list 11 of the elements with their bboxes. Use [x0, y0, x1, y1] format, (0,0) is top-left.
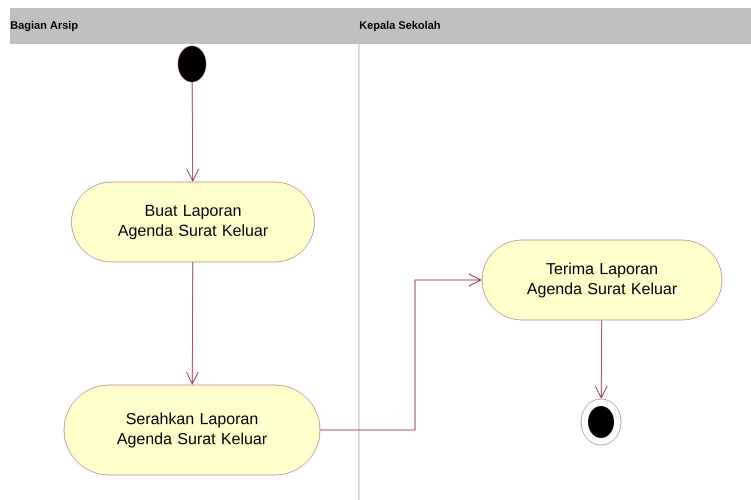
action-node: Terima Laporan Agenda Surat Keluar	[482, 240, 722, 320]
lane-title: Bagian Arsip	[10, 20, 78, 32]
lane-title: Kepala Sekolah	[360, 20, 440, 32]
final-node	[580, 398, 622, 446]
arrow	[320, 274, 482, 430]
action-node: Serahkan Laporan Agenda Surat Keluar	[64, 384, 320, 476]
initial-node	[178, 46, 206, 82]
arrow	[186, 262, 199, 385]
arrow	[594, 320, 608, 399]
action-node: Buat Laporan Agenda Surat Keluar	[71, 182, 315, 262]
arrow	[186, 82, 200, 182]
